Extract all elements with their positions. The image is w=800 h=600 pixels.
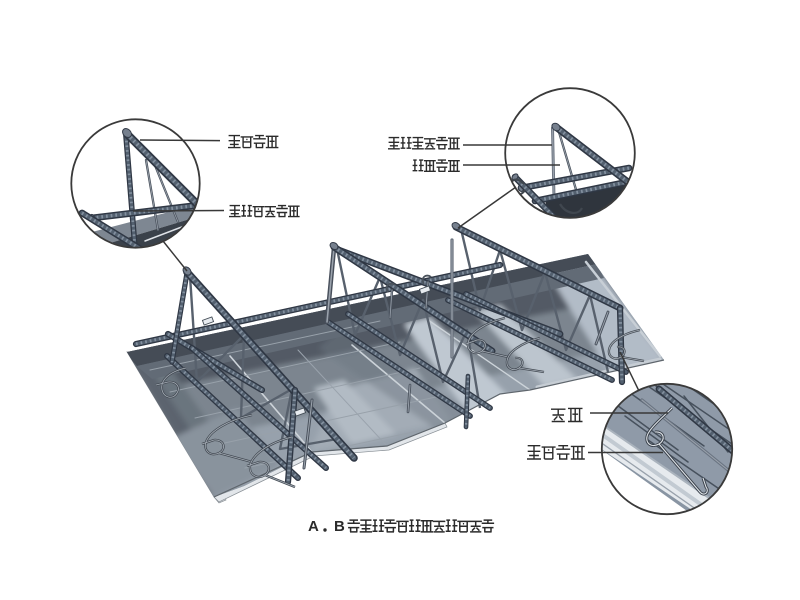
svg-text:B: B: [334, 518, 345, 535]
svg-text:A: A: [308, 518, 319, 535]
